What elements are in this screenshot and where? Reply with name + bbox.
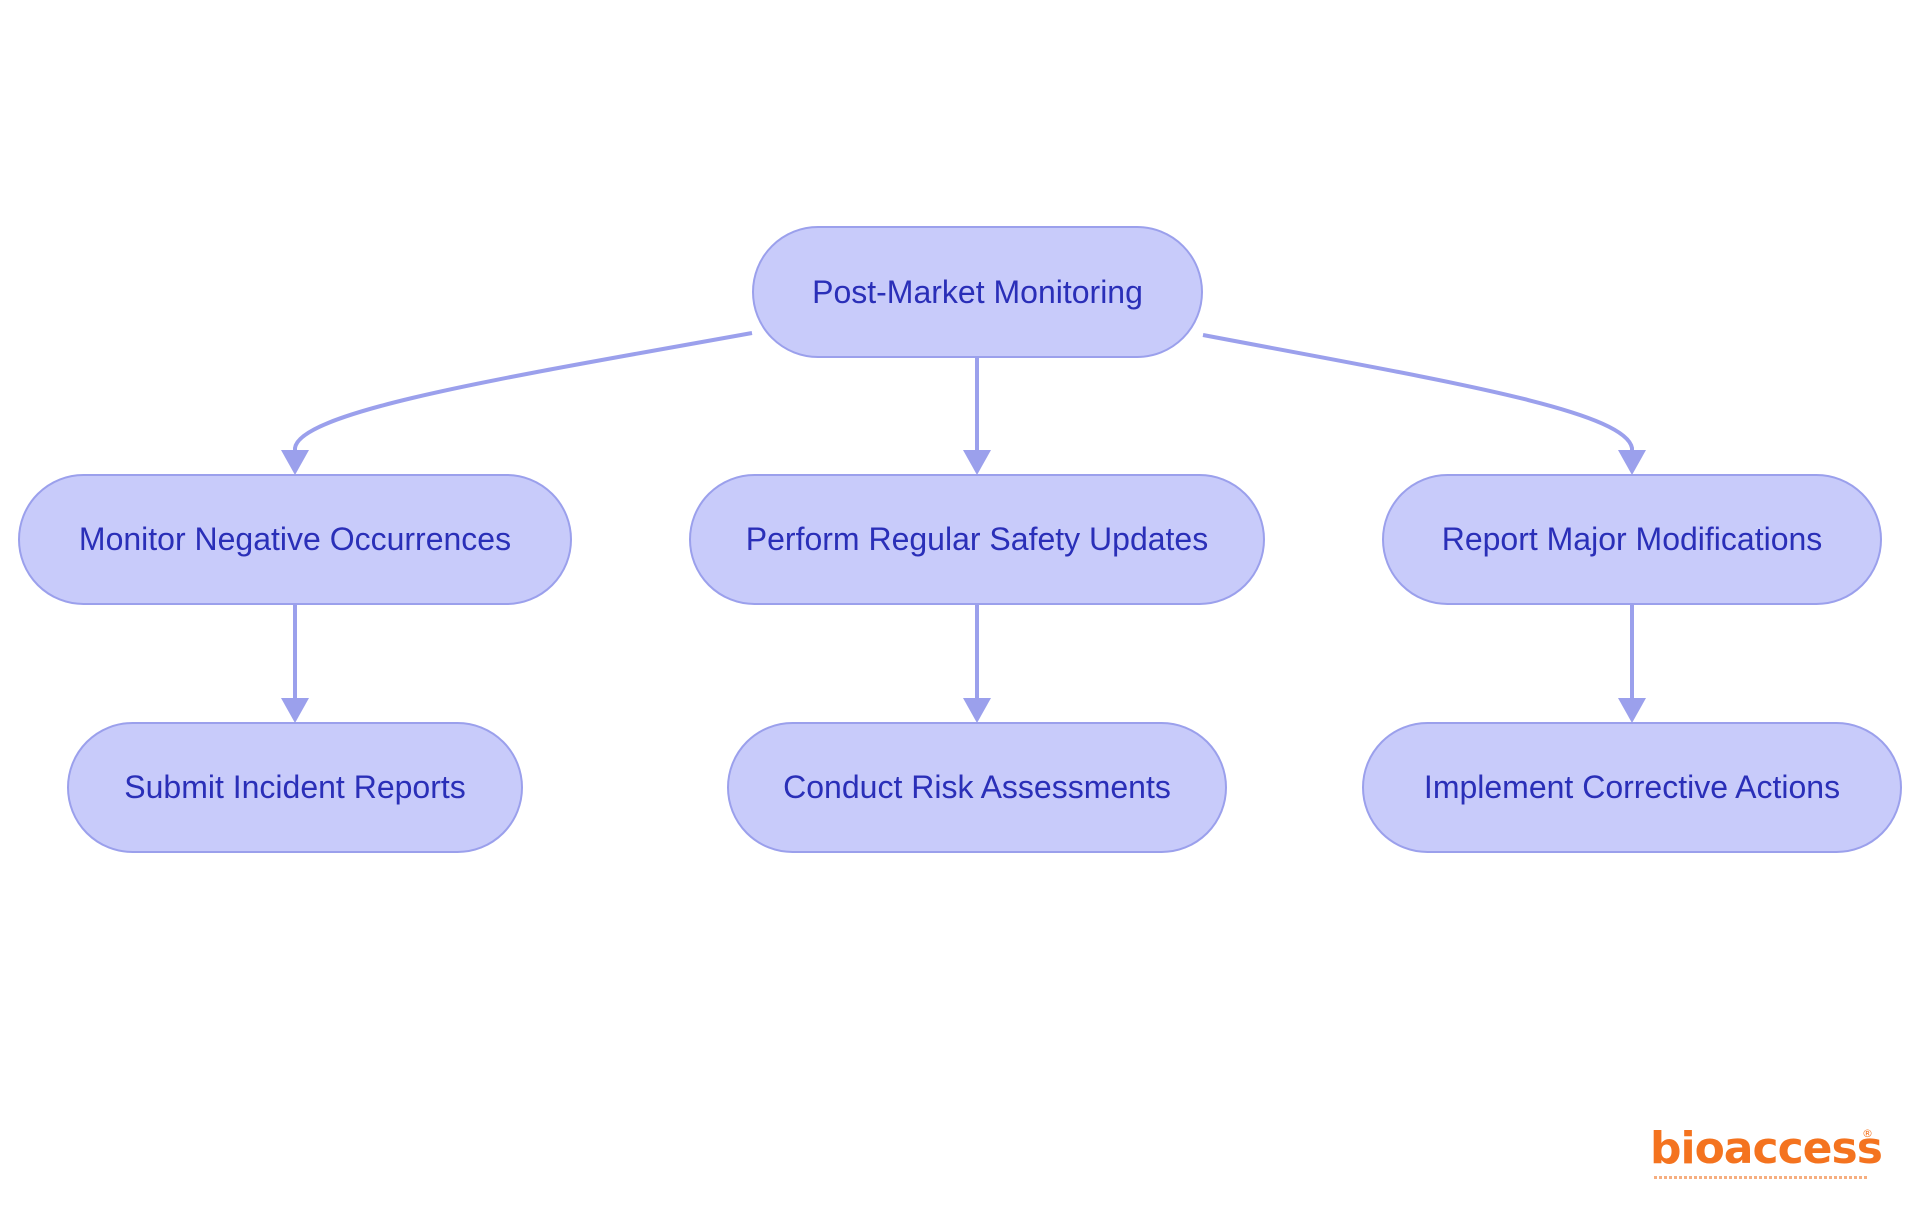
node-monitor-negative-occurrences: Monitor Negative Occurrences bbox=[18, 474, 572, 605]
node-label: Report Major Modifications bbox=[1441, 521, 1823, 557]
arrowhead-icon bbox=[1618, 450, 1646, 475]
arrowhead-icon bbox=[281, 450, 309, 475]
bioaccess-logo: bioaccess ® bbox=[1650, 1125, 1883, 1185]
node-label: Perform Regular Safety Updates bbox=[745, 521, 1209, 557]
edge-root-to-monitor bbox=[293, 331, 753, 452]
node-implement-corrective-actions: Implement Corrective Actions bbox=[1362, 722, 1902, 853]
node-label: Implement Corrective Actions bbox=[1423, 769, 1841, 805]
node-report-major-modifications: Report Major Modifications bbox=[1382, 474, 1882, 605]
node-label: Monitor Negative Occurrences bbox=[78, 521, 512, 557]
node-label: Conduct Risk Assessments bbox=[783, 769, 1171, 805]
arrowhead-icon bbox=[963, 698, 991, 723]
node-label: Post-Market Monitoring bbox=[812, 273, 1143, 310]
arrowhead-icon bbox=[1618, 698, 1646, 723]
node-label: Submit Incident Reports bbox=[124, 769, 466, 805]
node-submit-incident-reports: Submit Incident Reports bbox=[67, 722, 523, 853]
arrowhead-icon bbox=[963, 450, 991, 475]
edge-root-to-report bbox=[1202, 333, 1634, 452]
arrowhead-icon bbox=[281, 698, 309, 723]
logo-wordmark: bioaccess bbox=[1650, 1123, 1883, 1174]
logo-tagline bbox=[1654, 1176, 1868, 1179]
registered-mark-icon: ® bbox=[1862, 1127, 1873, 1140]
node-post-market-monitoring: Post-Market Monitoring bbox=[752, 226, 1203, 358]
node-perform-regular-safety-updates: Perform Regular Safety Updates bbox=[689, 474, 1265, 605]
node-conduct-risk-assessments: Conduct Risk Assessments bbox=[727, 722, 1227, 853]
